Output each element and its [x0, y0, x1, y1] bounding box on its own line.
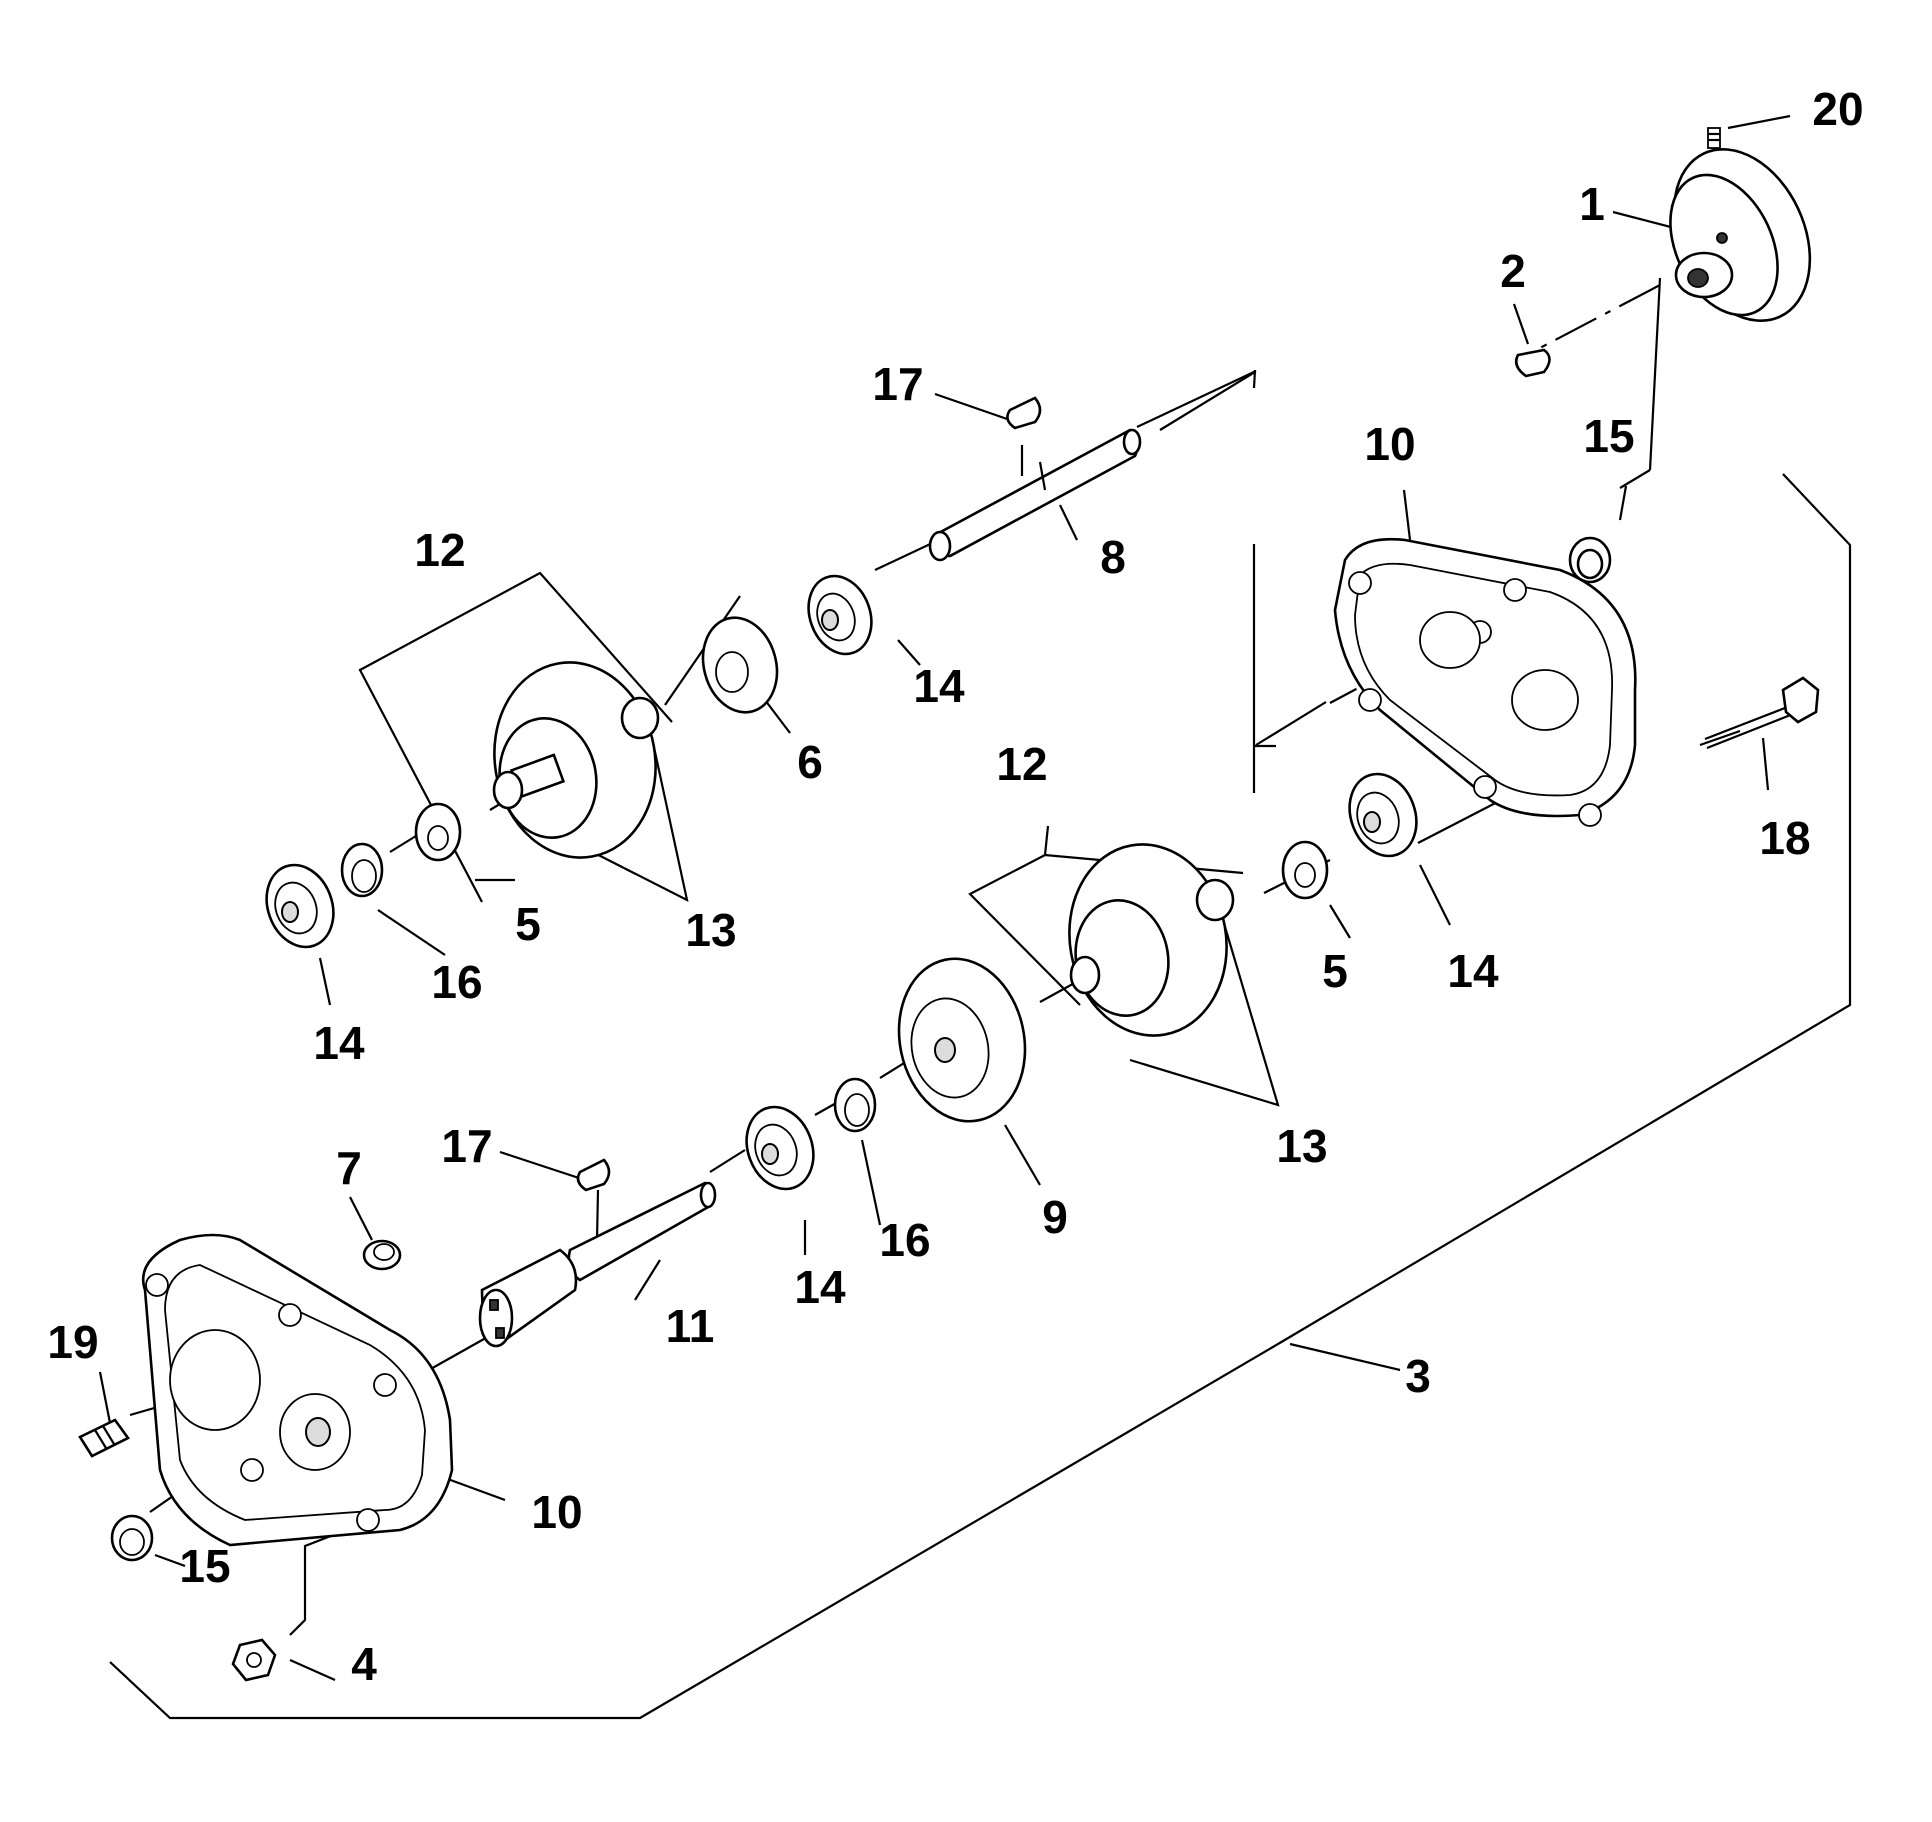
callout-18: 18 [1759, 812, 1810, 864]
ball-bearing-mid-right [1348, 772, 1418, 858]
key-part-upper [1514, 348, 1551, 378]
retaining-ring-upper [340, 842, 384, 898]
woodruff-key-lower [576, 1158, 611, 1192]
callout-12-upper: 12 [414, 524, 465, 576]
callout-19: 19 [47, 1316, 98, 1368]
callout-17-upper: 17 [872, 358, 923, 410]
callout-20: 20 [1812, 83, 1863, 135]
callout-10-upper: 10 [1364, 418, 1415, 470]
callout-12-lower: 12 [996, 738, 1047, 790]
cluster-gear-lower [1068, 843, 1235, 1037]
callout-8: 8 [1100, 531, 1126, 583]
pulley-part [1669, 148, 1812, 322]
housing-half-upper [1333, 537, 1637, 827]
callout-9: 9 [1042, 1191, 1068, 1243]
callout-1: 1 [1579, 178, 1605, 230]
thrust-washer-upper [414, 802, 462, 862]
callout-15-upper: 15 [1583, 410, 1634, 462]
oil-seal-upper [1568, 536, 1612, 584]
callout-14-upper-left: 14 [313, 1017, 365, 1069]
housing-assembly-bracket [109, 369, 1852, 1720]
flange-nut-part [231, 1638, 277, 1682]
callout-16-upper: 16 [431, 956, 482, 1008]
callout-10-lower: 10 [531, 1486, 582, 1538]
callout-11: 11 [666, 1300, 715, 1352]
housing-half-lower [141, 1233, 454, 1547]
callout-17-lower: 17 [441, 1120, 492, 1172]
callout-14-mid-right: 14 [1447, 945, 1499, 997]
retaining-ring-lower [833, 1077, 877, 1133]
pinion-gear-part [701, 616, 779, 714]
callout-labels: 1 2 3 4 5 5 6 7 8 9 10 10 11 12 12 13 13… [47, 83, 1863, 1690]
ball-bearing-upper-right [807, 574, 873, 656]
cluster-gear-upper [492, 661, 660, 859]
callout-14-lower: 14 [794, 1261, 846, 1313]
thrust-washer-lower [1281, 840, 1329, 900]
output-shaft-part [478, 1181, 717, 1348]
callout-3: 3 [1405, 1350, 1431, 1402]
callout-2: 2 [1500, 245, 1526, 297]
callout-14-upper-right: 14 [913, 660, 965, 712]
oil-seal-lower [110, 1514, 154, 1562]
callout-7: 7 [336, 1142, 362, 1194]
callout-5-upper: 5 [515, 898, 541, 950]
plug-part [78, 1418, 130, 1458]
callout-5-lower: 5 [1322, 945, 1348, 997]
callout-13-upper: 13 [685, 904, 736, 956]
ball-bearing-lower [745, 1105, 815, 1191]
input-shaft-part [928, 428, 1142, 562]
output-gear-part [897, 957, 1027, 1123]
set-screw-part [1707, 127, 1721, 149]
callout-16-lower: 16 [879, 1214, 930, 1266]
bolt-part [1699, 676, 1820, 750]
ball-bearing-upper-left [265, 863, 335, 949]
callout-13-lower: 13 [1276, 1120, 1327, 1172]
bushing-part [362, 1239, 402, 1271]
callout-4: 4 [351, 1638, 377, 1690]
woodruff-key-upper [1006, 396, 1042, 430]
callout-6: 6 [797, 736, 823, 788]
callout-15-lower: 15 [179, 1540, 230, 1592]
